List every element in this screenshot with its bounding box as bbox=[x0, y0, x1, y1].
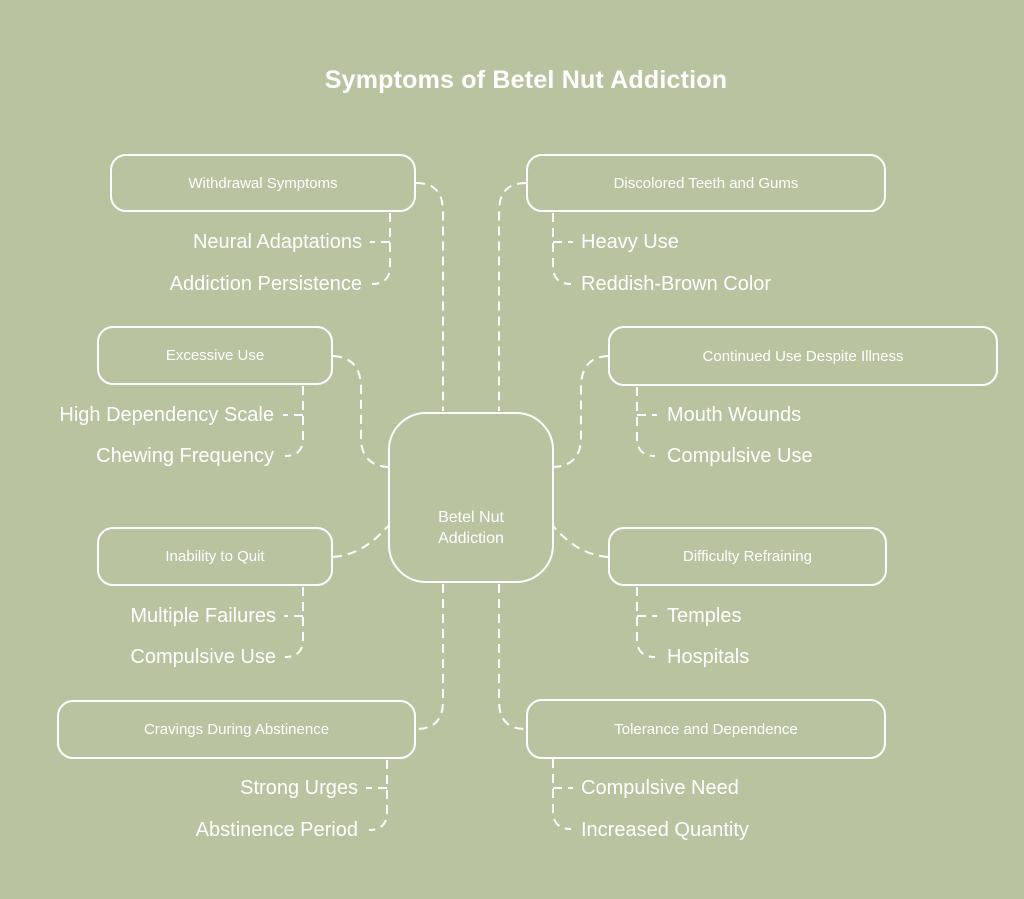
leaf-node-compulsive-use-right: Compulsive Use bbox=[667, 445, 813, 467]
branch-node-difficulty-refraining: Difficulty Refraining bbox=[608, 527, 887, 586]
branch-label: Continued Use Despite Illness bbox=[702, 347, 904, 365]
branch-node-discolored-teeth-and-gums: Discolored Teeth and Gums bbox=[526, 154, 886, 212]
branch-node-withdrawal-symptoms: Withdrawal Symptoms bbox=[110, 154, 416, 212]
connector-center-to-inability bbox=[332, 525, 389, 558]
leaf-node-strong-urges: Strong Urges bbox=[240, 777, 358, 799]
root-node-label: Betel Nut Addiction bbox=[438, 509, 504, 547]
leaf-node-high-dependency-scale: High Dependency Scale bbox=[59, 404, 274, 426]
connector-excessive-children bbox=[284, 386, 304, 457]
connector-center-to-discolored bbox=[498, 182, 527, 411]
leaf-node-neural-adaptations: Neural Adaptations bbox=[192, 231, 362, 253]
connector-discolored-children bbox=[552, 213, 572, 285]
branch-node-cravings-during-abstinence: Cravings During Abstinence bbox=[57, 700, 416, 759]
branch-label: Excessive Use bbox=[165, 347, 265, 364]
connector-difficulty-children bbox=[636, 587, 656, 658]
connector-center-to-cravings bbox=[415, 584, 444, 730]
diagram-title: Symptoms of Betel Nut Addiction bbox=[324, 66, 728, 94]
connector-center-to-tolerance bbox=[498, 584, 527, 730]
connector-center-to-excessive bbox=[332, 355, 389, 468]
branch-node-continued-use-despite-illness: Continued Use Despite Illness bbox=[608, 326, 998, 386]
leaf-node-compulsive-need: Compulsive Need bbox=[581, 777, 739, 799]
leaf-node-temples: Temples bbox=[667, 605, 742, 627]
connector-center-to-continued bbox=[553, 355, 609, 468]
connector-withdrawal-children bbox=[371, 213, 391, 285]
leaf-node-compulsive-use-left: Compulsive Use bbox=[130, 646, 276, 668]
branch-label: Withdrawal Symptoms bbox=[188, 174, 338, 192]
branch-label: Inability to Quit bbox=[165, 548, 265, 565]
leaf-node-hospitals: Hospitals bbox=[667, 646, 750, 668]
connector-inability-children bbox=[284, 587, 304, 658]
branch-label: Tolerance and Dependence bbox=[614, 720, 798, 738]
branch-label: Discolored Teeth and Gums bbox=[613, 174, 799, 192]
branch-label: Difficulty Refraining bbox=[683, 548, 812, 565]
branch-node-inability-to-quit: Inability to Quit bbox=[97, 527, 333, 586]
leaf-node-reddish-brown-color: Reddish-Brown Color bbox=[581, 273, 772, 295]
leaf-node-mouth-wounds: Mouth Wounds bbox=[667, 404, 802, 426]
branch-node-excessive-use: Excessive Use bbox=[97, 326, 333, 385]
leaf-node-increased-quantity: Increased Quantity bbox=[581, 819, 749, 841]
root-node-betel-nut-addiction: Betel Nut Addiction bbox=[388, 412, 554, 583]
leaf-node-heavy-use: Heavy Use bbox=[581, 231, 679, 253]
connector-center-to-withdrawal bbox=[415, 182, 444, 411]
leaf-node-chewing-frequency: Chewing Frequency bbox=[96, 445, 274, 467]
leaf-node-addiction-persistence: Addiction Persistence bbox=[169, 273, 362, 295]
branch-node-tolerance-and-dependence: Tolerance and Dependence bbox=[526, 699, 886, 759]
connector-cravings-children bbox=[368, 760, 388, 831]
leaf-node-abstinence-period: Abstinence Period bbox=[195, 819, 358, 841]
leaf-node-multiple-failures: Multiple Failures bbox=[130, 605, 276, 627]
connector-continued-children bbox=[636, 387, 656, 457]
connector-tolerance-children bbox=[552, 759, 572, 830]
branch-label: Cravings During Abstinence bbox=[143, 721, 330, 738]
connector-center-to-difficulty bbox=[552, 525, 609, 558]
